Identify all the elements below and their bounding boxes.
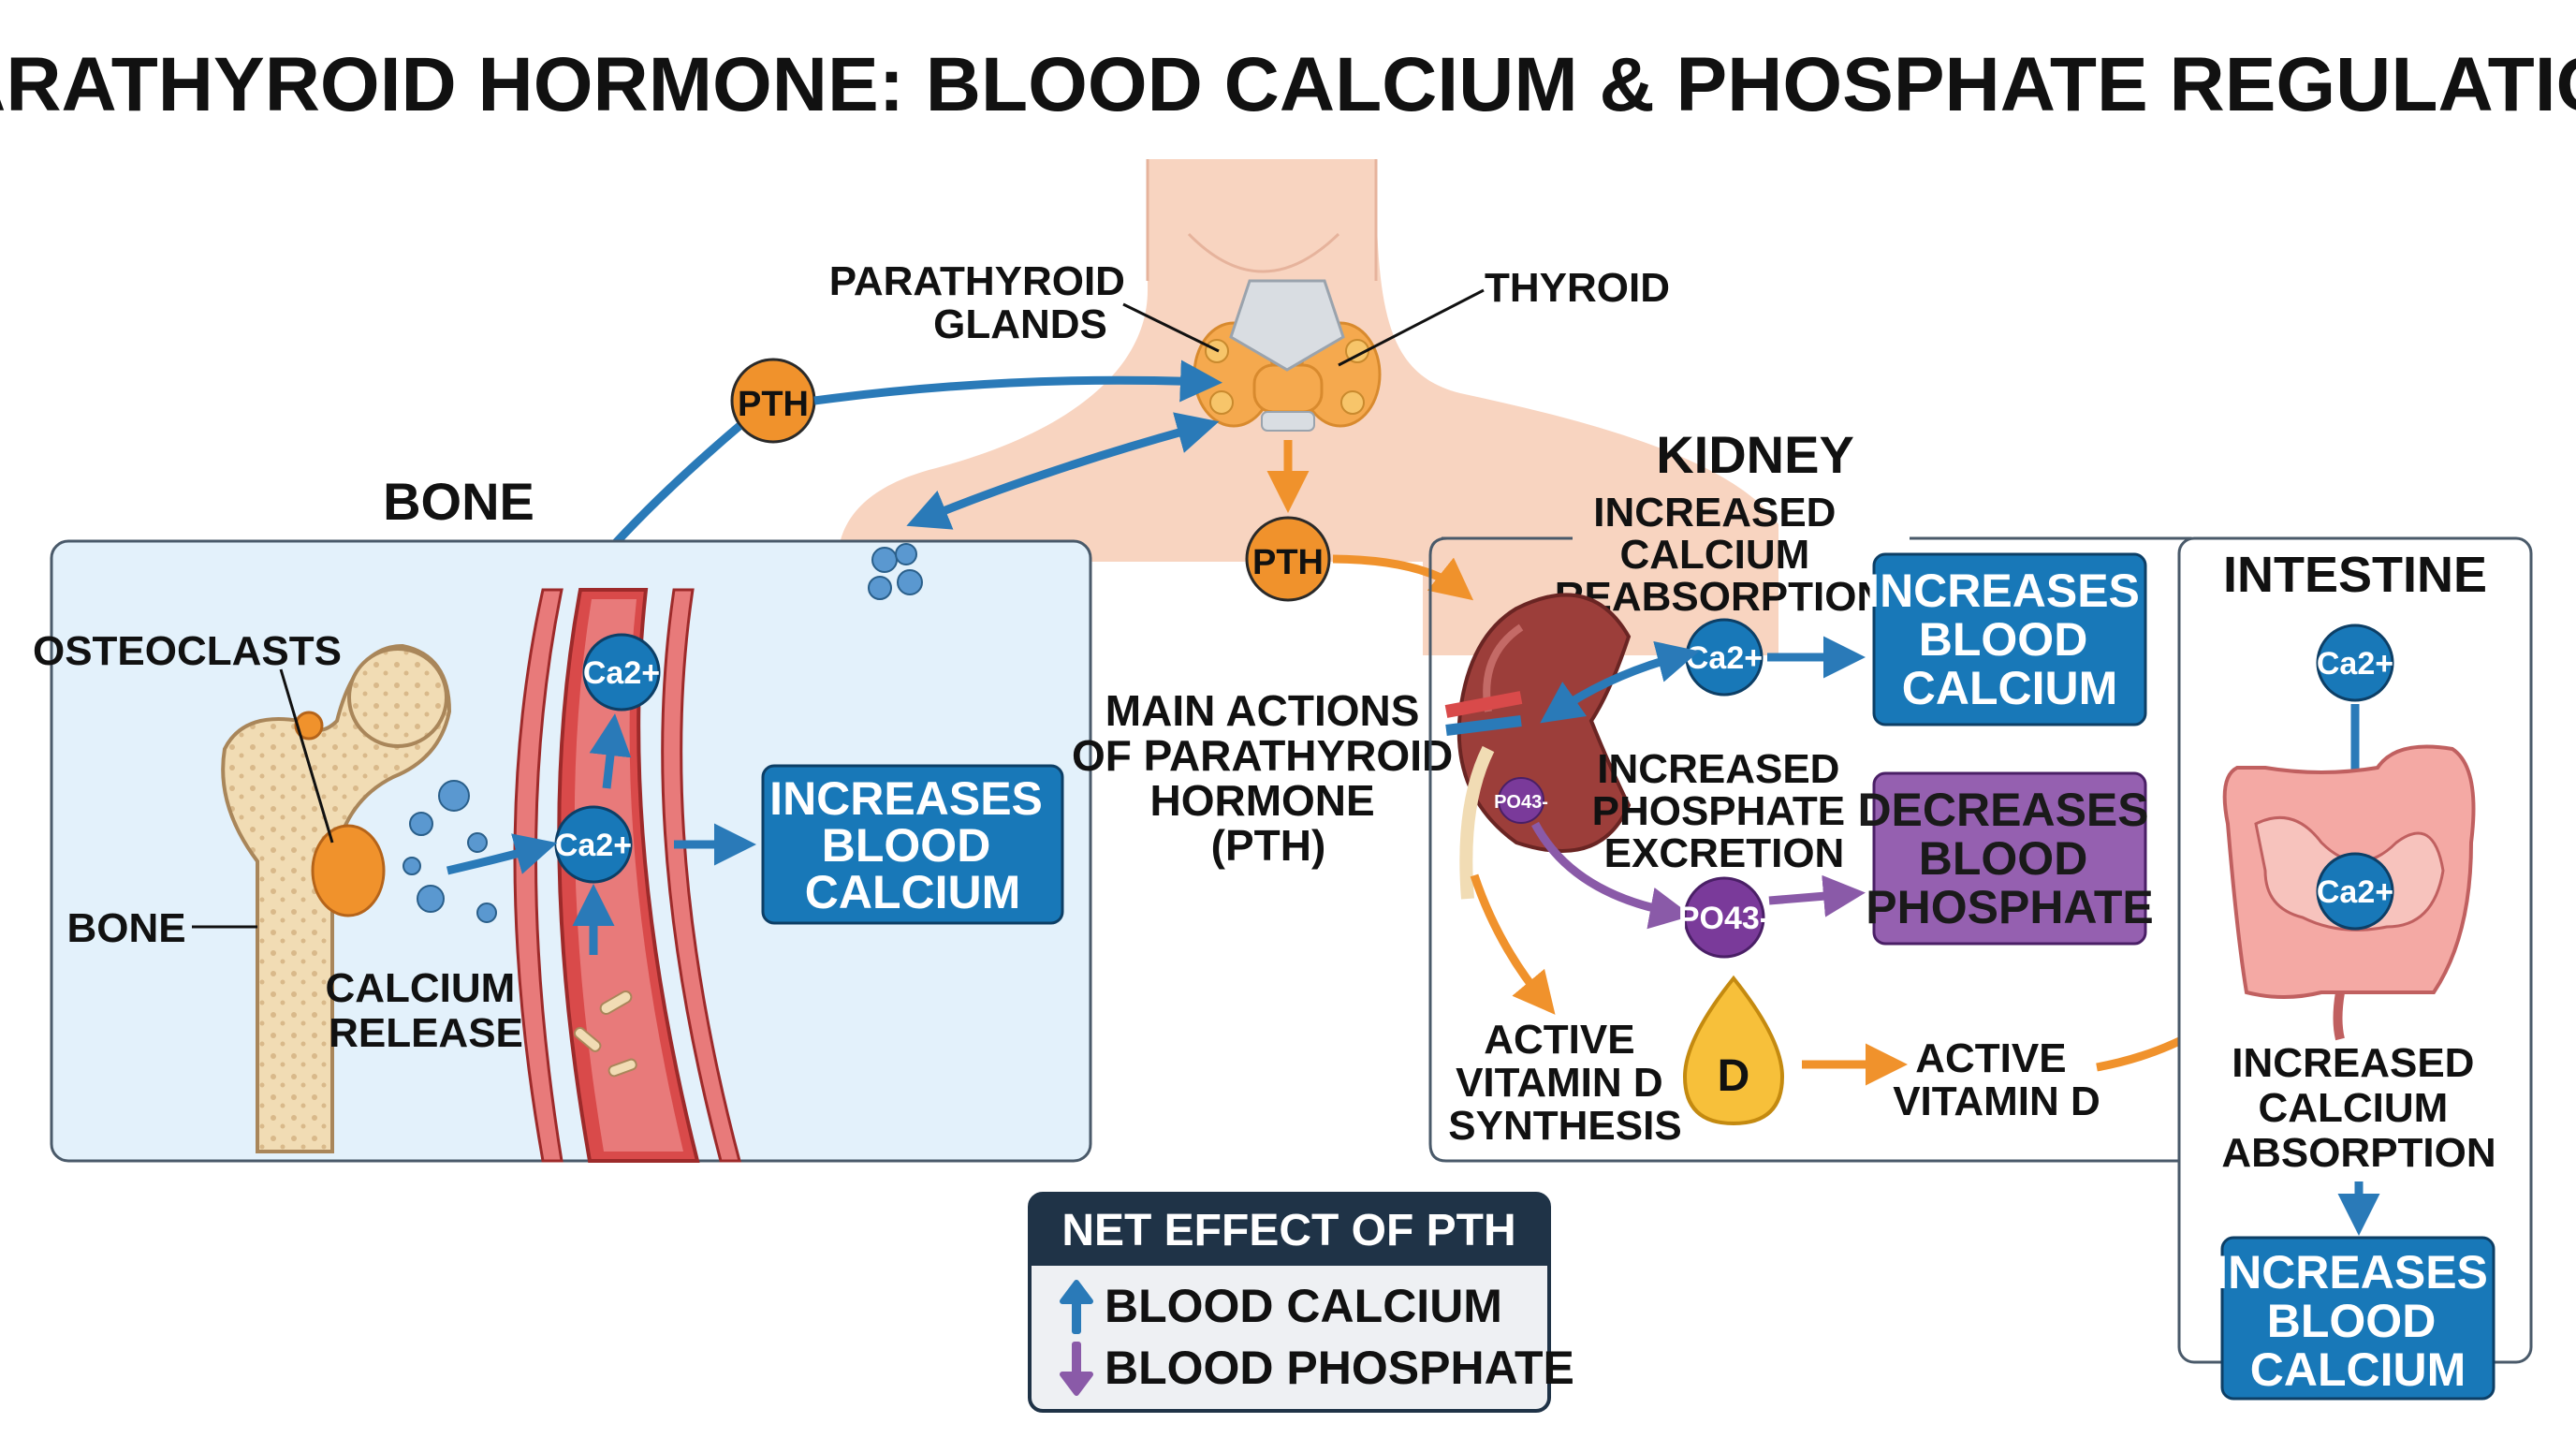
pth-badge-left: PTH <box>730 358 816 444</box>
calcium-ion-vessel-mid: Ca2+ <box>554 805 633 884</box>
pth-badge-center: PTH <box>1245 516 1331 602</box>
svg-text:INCREASES BLOOD CA: INCREASES BLOOD CALCIUM <box>769 772 1056 918</box>
bone-panel-heading: BONE <box>383 472 534 531</box>
calcium-ion-intestine-top: Ca2+ <box>2316 624 2394 702</box>
parathyroid-glands <box>1205 339 1369 415</box>
arrow-kidney-calcium <box>1540 640 1700 724</box>
phosphate-ion-kidney: PO43- <box>1494 777 1548 824</box>
calcium-ion-vessel-top: Ca2+ <box>582 633 661 712</box>
net-effect-up: BLOOD CALCIUM <box>1105 1280 1502 1332</box>
svg-text:INCREASES BLOOD CA: INCREASES BLOOD CALCIUM <box>1866 565 2153 714</box>
svg-text:Ca2+: Ca2+ <box>583 655 660 691</box>
thyroid-label: THYROID <box>1485 265 1670 311</box>
svg-text:Ca2+: Ca2+ <box>1686 640 1763 676</box>
bone-fragments <box>573 990 637 1078</box>
arrow-pth-to-glands <box>813 360 1222 405</box>
active-vitd-label: ACTIVE VITAMIN D <box>1893 1035 2100 1124</box>
excretion-label: INCREASED PHOSPHATE EXCRETION <box>1592 746 1857 876</box>
calcium-ion-intestine-gut: Ca2+ <box>2316 852 2394 931</box>
femur-illustration <box>221 643 452 1153</box>
intestine-result-box: INCREASES BLOOD CALCIUM <box>2215 1236 2501 1401</box>
svg-text:PTH: PTH <box>738 385 809 424</box>
kidney-phosphate-result-box: DECREASES BLOOD PHOSPHATE <box>1857 771 2161 946</box>
arrow-vessel-up-upper <box>589 713 632 789</box>
intestine-panel-heading: INTESTINE <box>2223 547 2487 603</box>
kidney-calcium-result-box: INCREASES BLOOD CALCIUM <box>1866 552 2153 726</box>
kidney-panel-heading: KIDNEY <box>1656 425 1854 484</box>
arrow-pth-to-kidney <box>1332 554 1474 601</box>
net-effect-box: NET EFFECT OF PTH BLOOD CALCIUM BLOOD PH… <box>1028 1192 1574 1413</box>
kidney-panel <box>1428 536 2192 1163</box>
svg-text:PO43-: PO43- <box>1678 901 1770 936</box>
mineral-fragments <box>402 543 923 923</box>
vitd-synthesis-label: ACTIVE VITAMIN D SYNTHESIS <box>1448 1017 1681 1149</box>
svg-text:INCREASES BLOOD CA: INCREASES BLOOD CALCIUM <box>2215 1246 2501 1396</box>
svg-text:Ca2+: Ca2+ <box>555 828 632 863</box>
phosphate-ion: PO43- <box>1678 876 1770 959</box>
parathyroid-glands-label: PARATHYROID GLANDS <box>829 258 1136 347</box>
svg-text:Ca2+: Ca2+ <box>2317 646 2393 682</box>
arrow-kidney-phosphate <box>1531 821 1692 930</box>
svg-text:PO43-: PO43- <box>1494 792 1548 813</box>
arrow-glands-to-bone <box>906 412 1220 530</box>
arrow-phosphate-to-box <box>1768 874 1866 917</box>
svg-text:PTH: PTH <box>1252 543 1324 582</box>
osteoclasts-label: OSTEOCLASTS <box>33 628 342 674</box>
net-effect-down: BLOOD PHOSPHATE <box>1105 1342 1574 1394</box>
bone-label: BONE <box>66 905 185 951</box>
vitamin-d-drop-icon: D <box>1682 975 1785 1126</box>
bone-result-box: INCREASES BLOOD CALCIUM <box>761 764 1064 925</box>
up-arrow-icon <box>1060 1280 1093 1334</box>
arrow-kidney-to-vitd <box>1470 873 1556 1015</box>
down-arrow-icon <box>1060 1342 1093 1396</box>
osteoclast-cell <box>294 711 386 917</box>
arrow-release-to-vessel <box>446 833 558 875</box>
svg-text:DECREASES BLOOD PH: DECREASES BLOOD PHOSPHATE <box>1857 784 2161 933</box>
main-actions-label: MAIN ACTIONS OF PARATHYROID HORMONE (PTH… <box>1072 686 1465 870</box>
svg-text:Ca2+: Ca2+ <box>2317 874 2393 910</box>
net-effect-heading: NET EFFECT OF PTH <box>1061 1206 1515 1255</box>
absorption-label: INCREASED CALCIUM ABSORPTION <box>2221 1040 2496 1176</box>
calcium-ion-kidney: Ca2+ <box>1685 618 1764 697</box>
svg-text:D: D <box>1718 1051 1750 1101</box>
page-title: PARATHYROID HORMONE: BLOOD CALCIUM & PHO… <box>0 42 2576 127</box>
calcium-release-label: CALCIUM RELEASE <box>325 965 526 1056</box>
